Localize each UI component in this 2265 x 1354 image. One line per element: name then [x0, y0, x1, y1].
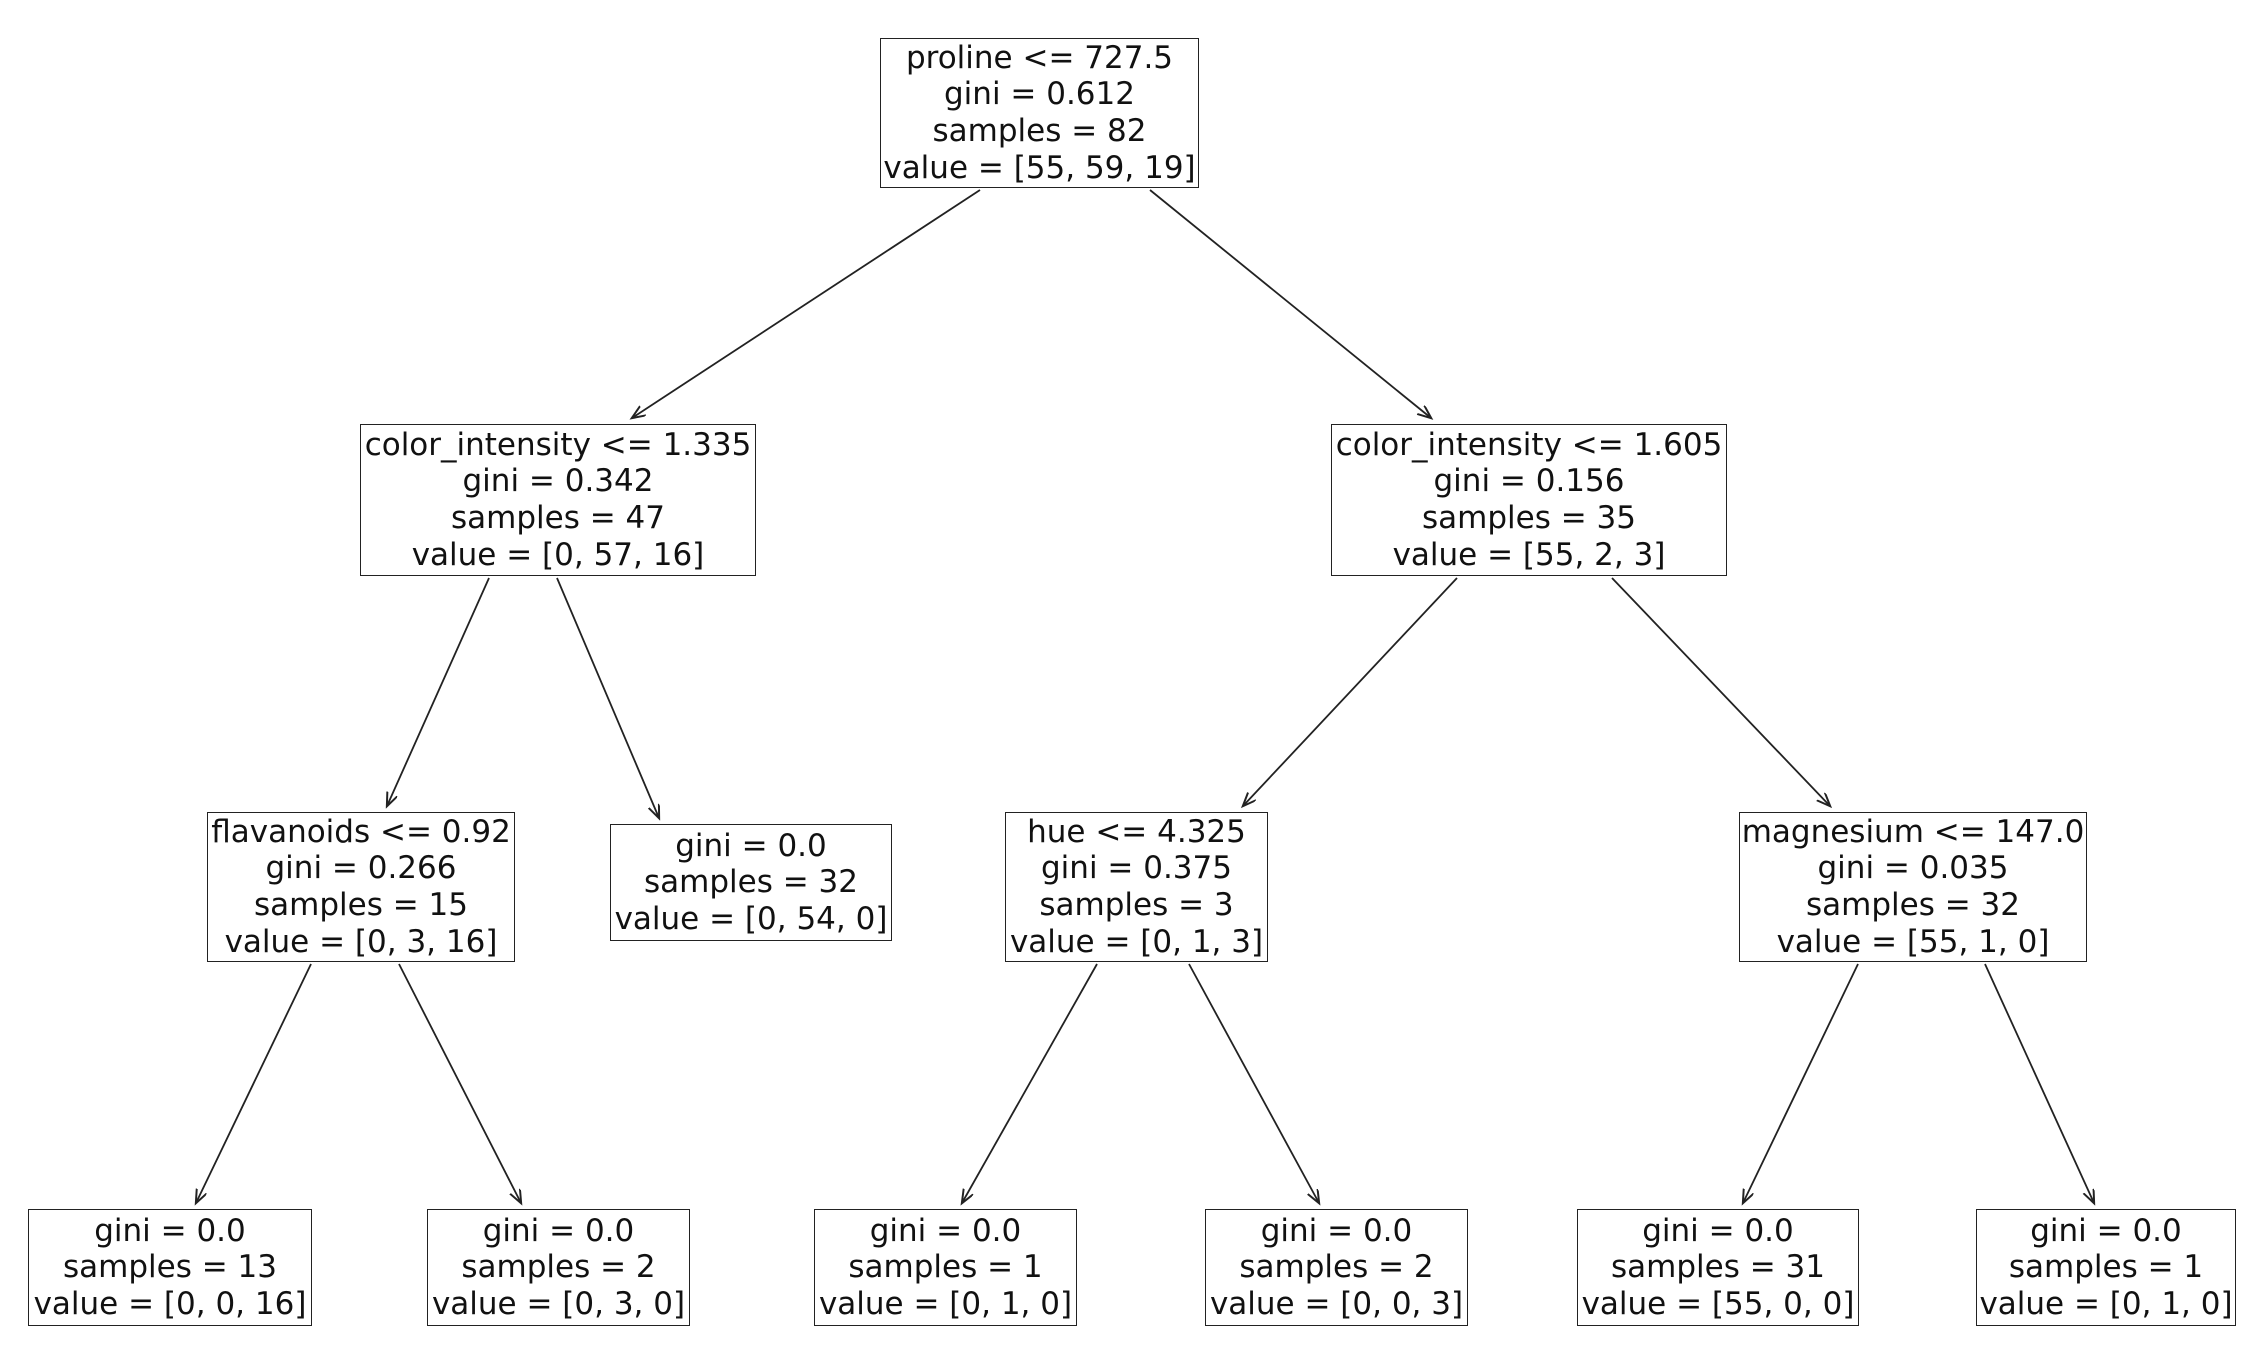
node-condition: magnesium <= 147.0 [1741, 813, 2085, 850]
node-gini: gini = 0.0 [94, 1212, 246, 1249]
node-gini: gini = 0.342 [462, 463, 654, 500]
node-value: value = [0, 1, 0] [818, 1285, 1073, 1322]
node-samples: samples = 3 [1039, 887, 1234, 923]
node-value: value = [0, 1, 0] [1979, 1285, 2233, 1322]
tree-edge-false [556, 577, 659, 818]
node-value: value = [0, 3, 0] [431, 1285, 686, 1322]
node-value: value = [55, 2, 3] [1392, 536, 1666, 573]
node-samples: samples = 31 [1611, 1249, 1825, 1286]
node-gini: gini = 0.0 [675, 827, 827, 864]
node-samples: samples = 47 [451, 500, 665, 536]
tree-edge-true [962, 963, 1098, 1203]
node-samples: samples = 1 [848, 1249, 1043, 1286]
node-gini: gini = 0.0 [2030, 1212, 2182, 1249]
node-gini: gini = 0.266 [265, 850, 457, 887]
node-gini: gini = 0.156 [1433, 463, 1625, 500]
node-samples: samples = 35 [1422, 500, 1636, 536]
node-value: value = [0, 1, 3] [1009, 923, 1264, 960]
node-condition: flavanoids <= 0.92 [211, 813, 511, 850]
node-condition: color_intensity <= 1.605 [1335, 426, 1723, 463]
node-gini: gini = 0.035 [1817, 850, 2009, 887]
node-gini: gini = 0.0 [1642, 1212, 1794, 1249]
node-samples: samples = 32 [1806, 887, 2020, 923]
tree-edge-false [398, 963, 521, 1203]
node-samples: samples = 1 [2008, 1249, 2204, 1286]
node-value: value = [55, 0, 0] [1581, 1285, 1855, 1322]
node-samples: samples = 82 [932, 113, 1147, 149]
node-samples: samples = 32 [644, 864, 858, 901]
node-gini: gini = 0.375 [1041, 850, 1232, 887]
node-condition: proline <= 727.5 [905, 39, 1174, 76]
node-samples: samples = 15 [254, 887, 468, 923]
tree-edge-true [1243, 577, 1458, 806]
tree-edge-false [1149, 189, 1431, 418]
tree-edge-true [632, 189, 981, 418]
node-gini: gini = 0.0 [869, 1212, 1022, 1249]
tree-edge-false [1611, 577, 1830, 806]
node-condition: hue <= 4.325 [1027, 813, 1246, 850]
tree-edge-false [1188, 963, 1319, 1203]
node-value: value = [0, 54, 0] [614, 900, 888, 937]
node-value: value = [0, 0, 3] [1209, 1285, 1464, 1322]
node-samples: samples = 2 [461, 1249, 656, 1286]
node-value: value = [0, 57, 16] [411, 536, 705, 573]
tree-edge-true [196, 963, 312, 1203]
node-gini: gini = 0.0 [482, 1212, 635, 1249]
tree-edge-true [387, 577, 490, 806]
node-gini: gini = 0.612 [944, 76, 1135, 113]
node-value: value = [0, 3, 16] [224, 923, 498, 960]
node-value: value = [55, 1, 0] [1776, 923, 2050, 960]
node-samples: samples = 13 [63, 1249, 277, 1286]
tree-edge-true [1743, 963, 1859, 1203]
node-samples: samples = 2 [1239, 1249, 1434, 1286]
node-value: value = [55, 59, 19] [883, 149, 1196, 186]
node-gini: gini = 0.0 [1260, 1212, 1413, 1249]
node-condition: color_intensity <= 1.335 [364, 426, 752, 463]
node-value: value = [0, 0, 16] [33, 1285, 307, 1322]
tree-edge-false [1984, 963, 2094, 1203]
